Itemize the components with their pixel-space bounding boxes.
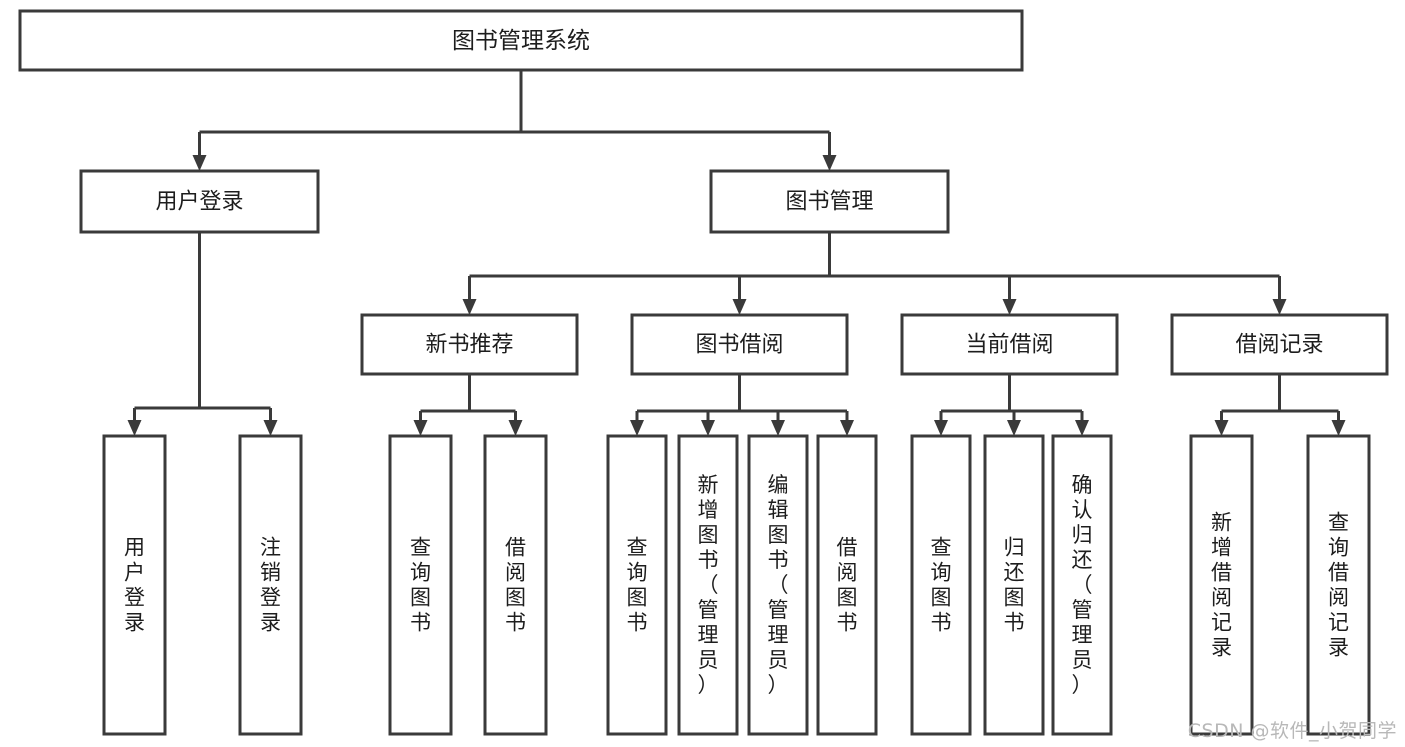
- node-leaf-query-book-current[interactable]: 查询图书: [910, 434, 972, 736]
- node-user-login-label: 用户登录: [155, 190, 243, 215]
- node-book-borrow-label: 图书借阅: [695, 333, 783, 358]
- node-leaf-add-book-label: 新增图书（管理员）: [698, 473, 719, 697]
- node-new-book-recommend-box: [360, 313, 579, 376]
- node-leaf-edit-book-label: 编辑图书（管理员）: [768, 473, 789, 697]
- node-leaf-return-book-box: [983, 434, 1045, 736]
- node-leaf-query-book-current-label: 查询图书: [931, 536, 952, 635]
- node-current-borrow[interactable]: 当前借阅: [900, 313, 1119, 376]
- node-leaf-return-book-label: 归还图书: [1004, 536, 1025, 635]
- node-leaf-query-book-borrow-box: [606, 434, 668, 736]
- node-leaf-borrow-book-recommend[interactable]: 借阅图书: [483, 434, 548, 736]
- node-leaf-query-book-current-box: [910, 434, 972, 736]
- node-current-borrow-label: 当前借阅: [965, 333, 1053, 358]
- node-root-box: [18, 9, 1024, 72]
- node-book-management-box: [709, 169, 950, 234]
- node-user-login-box: [79, 169, 320, 234]
- node-leaf-edit-book-box: [747, 434, 809, 736]
- connector-layer: [127, 70, 1346, 436]
- node-leaf-confirm-return-box: [1051, 434, 1113, 736]
- node-book-management-label: 图书管理: [785, 190, 873, 215]
- node-leaf-query-book-borrow[interactable]: 查询图书: [606, 434, 668, 736]
- node-leaf-return-book[interactable]: 归还图书: [983, 434, 1045, 736]
- node-leaf-user-logout-box: [238, 434, 303, 736]
- node-book-borrow-box: [630, 313, 849, 376]
- node-leaf-borrow-book[interactable]: 借阅图书: [816, 434, 878, 736]
- node-leaf-borrow-book-recommend-box: [483, 434, 548, 736]
- node-leaf-query-book-recommend-label: 查询图书: [410, 536, 431, 635]
- node-leaf-query-borrow-record-box: [1306, 434, 1371, 736]
- node-borrow-record-box: [1170, 313, 1389, 376]
- node-user-login[interactable]: 用户登录: [79, 169, 320, 234]
- node-book-borrow[interactable]: 图书借阅: [630, 313, 849, 376]
- node-leaf-user-login[interactable]: 用户登录: [102, 434, 167, 736]
- node-leaf-query-borrow-record-label: 查询借阅记录: [1328, 511, 1349, 660]
- node-current-borrow-box: [900, 313, 1119, 376]
- node-leaf-user-login-box: [102, 434, 167, 736]
- node-leaf-borrow-book-label: 借阅图书: [837, 536, 858, 635]
- node-leaf-add-book[interactable]: 新增图书（管理员）: [677, 434, 739, 736]
- node-new-book-recommend[interactable]: 新书推荐: [360, 313, 579, 376]
- node-new-book-recommend-label: 新书推荐: [425, 333, 513, 358]
- node-root-label: 图书管理系统: [452, 28, 590, 54]
- node-leaf-add-book-box: [677, 434, 739, 736]
- node-leaf-user-logout-label: 注销登录: [260, 536, 281, 635]
- node-leaf-confirm-return[interactable]: 确认归还（管理员）: [1051, 434, 1113, 736]
- node-leaf-query-book-borrow-label: 查询图书: [627, 536, 648, 635]
- node-book-management[interactable]: 图书管理: [709, 169, 950, 234]
- node-leaf-add-borrow-record-box: [1189, 434, 1254, 736]
- node-borrow-record[interactable]: 借阅记录: [1170, 313, 1389, 376]
- node-root[interactable]: 图书管理系统: [18, 9, 1024, 72]
- node-leaf-user-logout[interactable]: 注销登录: [238, 434, 303, 736]
- node-leaf-user-login-label: 用户登录: [124, 536, 145, 635]
- node-leaf-borrow-book-recommend-label: 借阅图书: [505, 536, 526, 635]
- node-leaf-edit-book[interactable]: 编辑图书（管理员）: [747, 434, 809, 736]
- node-leaf-query-book-recommend-box: [388, 434, 453, 736]
- node-layer: 图书管理系统用户登录图书管理新书推荐图书借阅当前借阅借阅记录用户登录注销登录查询…: [18, 9, 1389, 736]
- node-leaf-confirm-return-label: 确认归还（管理员）: [1072, 473, 1093, 697]
- node-leaf-add-borrow-record[interactable]: 新增借阅记录: [1189, 434, 1254, 736]
- node-leaf-query-borrow-record[interactable]: 查询借阅记录: [1306, 434, 1371, 736]
- node-leaf-borrow-book-box: [816, 434, 878, 736]
- node-leaf-add-borrow-record-label: 新增借阅记录: [1211, 511, 1232, 660]
- node-leaf-query-book-recommend[interactable]: 查询图书: [388, 434, 453, 736]
- node-borrow-record-label: 借阅记录: [1235, 333, 1323, 358]
